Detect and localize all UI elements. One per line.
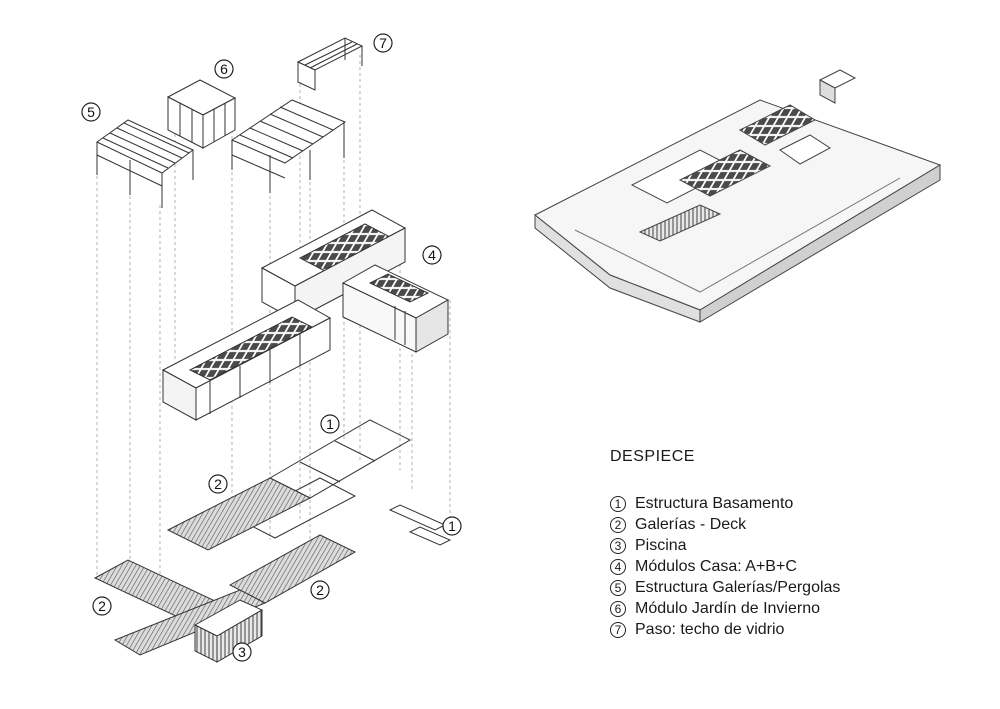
legend-item: 5 Estructura Galerías/Pergolas — [610, 577, 840, 598]
legend: DESPIECE 1 Estructura Basamento 2 Galerí… — [610, 448, 840, 640]
assembled-site-model — [534, 69, 942, 323]
legend-item: 4 Módulos Casa: A+B+C — [610, 556, 840, 577]
svg-text:4: 4 — [428, 247, 436, 263]
callout-1-side: 1 — [442, 516, 462, 536]
callout-2-left: 2 — [92, 596, 112, 616]
legend-item: 7 Paso: techo de vidrio — [610, 619, 840, 640]
legend-item: 6 Módulo Jardín de Invierno — [610, 598, 840, 619]
svg-text:6: 6 — [220, 61, 228, 77]
callout-2-center: 2 — [208, 474, 228, 494]
svg-text:1: 1 — [326, 416, 334, 432]
svg-text:2: 2 — [316, 582, 324, 598]
svg-text:1: 1 — [448, 518, 456, 534]
legend-label: Galerías - Deck — [635, 515, 747, 533]
legend-label: Estructura Galerías/Pergolas — [635, 578, 841, 596]
callout-3: 3 — [232, 642, 252, 662]
legend-number: 3 — [610, 537, 626, 554]
svg-text:2: 2 — [98, 598, 106, 614]
glass-roof-passage — [296, 37, 364, 91]
legend-number: 2 — [610, 516, 626, 533]
legend-item: 3 Piscina — [610, 535, 840, 556]
callout-1-top: 1 — [320, 414, 340, 434]
pool — [193, 599, 264, 663]
legend-label: Piscina — [635, 536, 687, 554]
callout-7: 7 — [373, 33, 393, 53]
callout-2-right: 2 — [310, 580, 330, 600]
legend-label: Módulo Jardín de Invierno — [635, 599, 820, 617]
legend-title: DESPIECE — [610, 448, 695, 465]
callout-6: 6 — [214, 59, 234, 79]
legend-number: 4 — [610, 558, 626, 575]
svg-text:7: 7 — [379, 35, 387, 51]
svg-text:2: 2 — [214, 476, 222, 492]
legend-item: 1 Estructura Basamento — [610, 493, 840, 514]
legend-number: 5 — [610, 579, 626, 596]
legend-item: 2 Galerías - Deck — [610, 514, 840, 535]
svg-text:5: 5 — [87, 104, 95, 120]
legend-label: Módulos Casa: A+B+C — [635, 557, 797, 575]
decks — [93, 477, 357, 656]
callout-4: 4 — [422, 245, 442, 265]
house-modules — [161, 209, 450, 421]
pergola-left — [96, 119, 194, 208]
legend-number: 6 — [610, 600, 626, 617]
legend-number: 1 — [610, 495, 626, 512]
legend-label: Estructura Basamento — [635, 494, 794, 512]
legend-label: Paso: techo de vidrio — [635, 620, 785, 638]
svg-text:3: 3 — [238, 644, 246, 660]
winter-garden-module — [166, 79, 237, 149]
pergola-right — [230, 99, 347, 193]
callout-5: 5 — [81, 102, 101, 122]
legend-number: 7 — [610, 621, 626, 638]
